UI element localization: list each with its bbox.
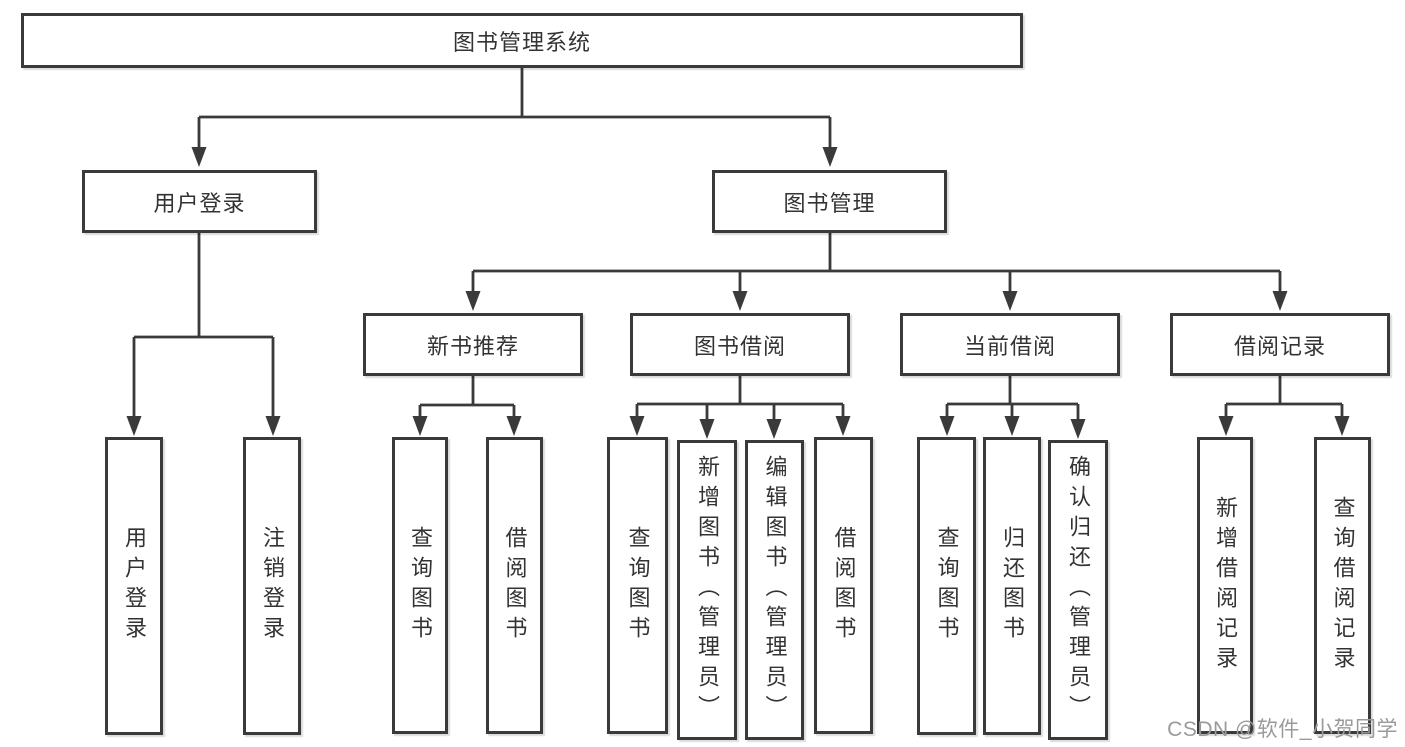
node-user-login: 用户登录 bbox=[82, 170, 317, 233]
leaf-label: 新增借阅记录 bbox=[1213, 495, 1238, 676]
node-new-book-recommendation: 新书推荐 bbox=[363, 313, 583, 376]
leaf-add-books-admin: 新增图书（管理员） bbox=[677, 440, 737, 740]
leaf-logout: 注销登录 bbox=[243, 437, 301, 735]
leaf-borrow-books: 借阅图书 bbox=[814, 437, 873, 734]
leaf-label: 查询图书 bbox=[625, 525, 651, 646]
leaf-label: 查询图书 bbox=[934, 526, 960, 646]
node-book-borrowing: 图书借阅 bbox=[630, 313, 850, 376]
node-current-borrowing: 当前借阅 bbox=[900, 313, 1120, 376]
node-book-management: 图书管理 bbox=[712, 170, 947, 233]
leaf-edit-books-admin: 编辑图书（管理员） bbox=[745, 440, 804, 740]
leaf-label: 注销登录 bbox=[260, 526, 285, 646]
leaf-label: 查询借阅记录 bbox=[1330, 495, 1356, 676]
csdn-watermark: CSDN @软件_小贺同学 bbox=[1167, 718, 1398, 741]
node-library-management-system: 图书管理系统 bbox=[21, 13, 1023, 68]
leaf-label: 查询图书 bbox=[408, 525, 433, 646]
leaf-return-books: 归还图书 bbox=[983, 437, 1041, 735]
leaf-label: 编辑图书（管理员） bbox=[762, 455, 788, 725]
leaf-user-login: 用户登录 bbox=[105, 437, 163, 735]
node-borrowing-records: 借阅记录 bbox=[1170, 313, 1390, 376]
leaf-query-books-borrow: 查询图书 bbox=[607, 437, 668, 734]
leaf-add-borrow-record: 新增借阅记录 bbox=[1197, 437, 1253, 734]
leaf-label: 借阅图书 bbox=[831, 525, 857, 646]
leaf-label: 新增图书（管理员） bbox=[695, 455, 720, 725]
leaf-query-borrow-record: 查询借阅记录 bbox=[1314, 437, 1371, 734]
leaf-confirm-return-admin: 确认归还（管理员） bbox=[1048, 440, 1108, 740]
leaf-query-books-current: 查询图书 bbox=[917, 437, 976, 735]
leaf-borrow-books-recommend: 借阅图书 bbox=[486, 437, 543, 734]
leaf-label: 确认归还（管理员） bbox=[1066, 455, 1091, 725]
leaf-label: 用户登录 bbox=[122, 526, 147, 646]
leaf-query-books-recommend: 查询图书 bbox=[392, 437, 448, 734]
leaf-label: 归还图书 bbox=[1000, 526, 1025, 646]
leaf-label: 借阅图书 bbox=[502, 525, 528, 646]
